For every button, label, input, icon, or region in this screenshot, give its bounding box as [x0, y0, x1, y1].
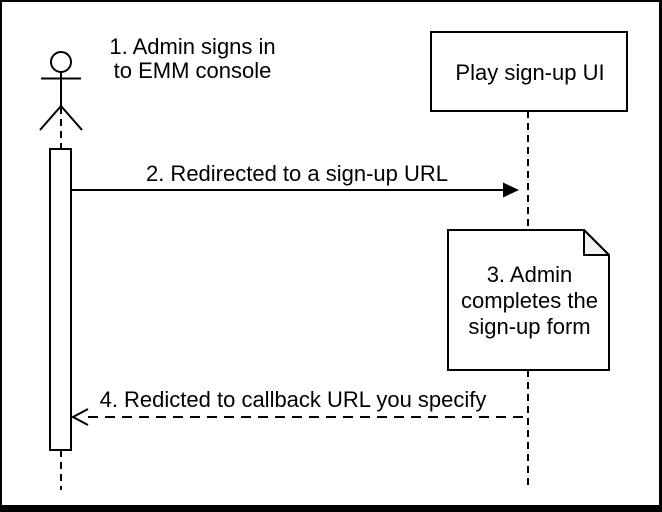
message2-arrowhead-icon [503, 182, 519, 198]
actor-label-line2: to EMM console [113, 58, 272, 83]
actor-label: 1. Admin signs in to EMM console [90, 35, 295, 83]
actor-leg-left [39, 105, 62, 131]
participant-label: Play sign-up UI [431, 32, 629, 113]
participant-label-text: Play sign-up UI [455, 59, 605, 85]
actor-head-icon [50, 51, 72, 73]
actor-figure [39, 51, 83, 131]
note-shape [447, 229, 610, 371]
admin-activation-bar [49, 148, 72, 451]
actor-leg-right [60, 105, 83, 131]
participant-box [430, 31, 628, 112]
actor-label-line1: 1. Admin signs in [109, 34, 276, 59]
message4-open-arrowhead-icon [70, 408, 89, 426]
message4-label: 4. Redicted to callback URL you specify [99, 387, 487, 412]
note-label-line1: 3. Admin [486, 262, 573, 287]
note-label: 3. Admin completes the sign-up form [448, 230, 611, 372]
note-folded-corner-icon [583, 229, 610, 256]
message2-label: 2. Redirected to a sign-up URL [145, 161, 449, 186]
note-label-line2: completes the [461, 288, 598, 313]
note-label-line3: sign-up form [468, 314, 591, 339]
